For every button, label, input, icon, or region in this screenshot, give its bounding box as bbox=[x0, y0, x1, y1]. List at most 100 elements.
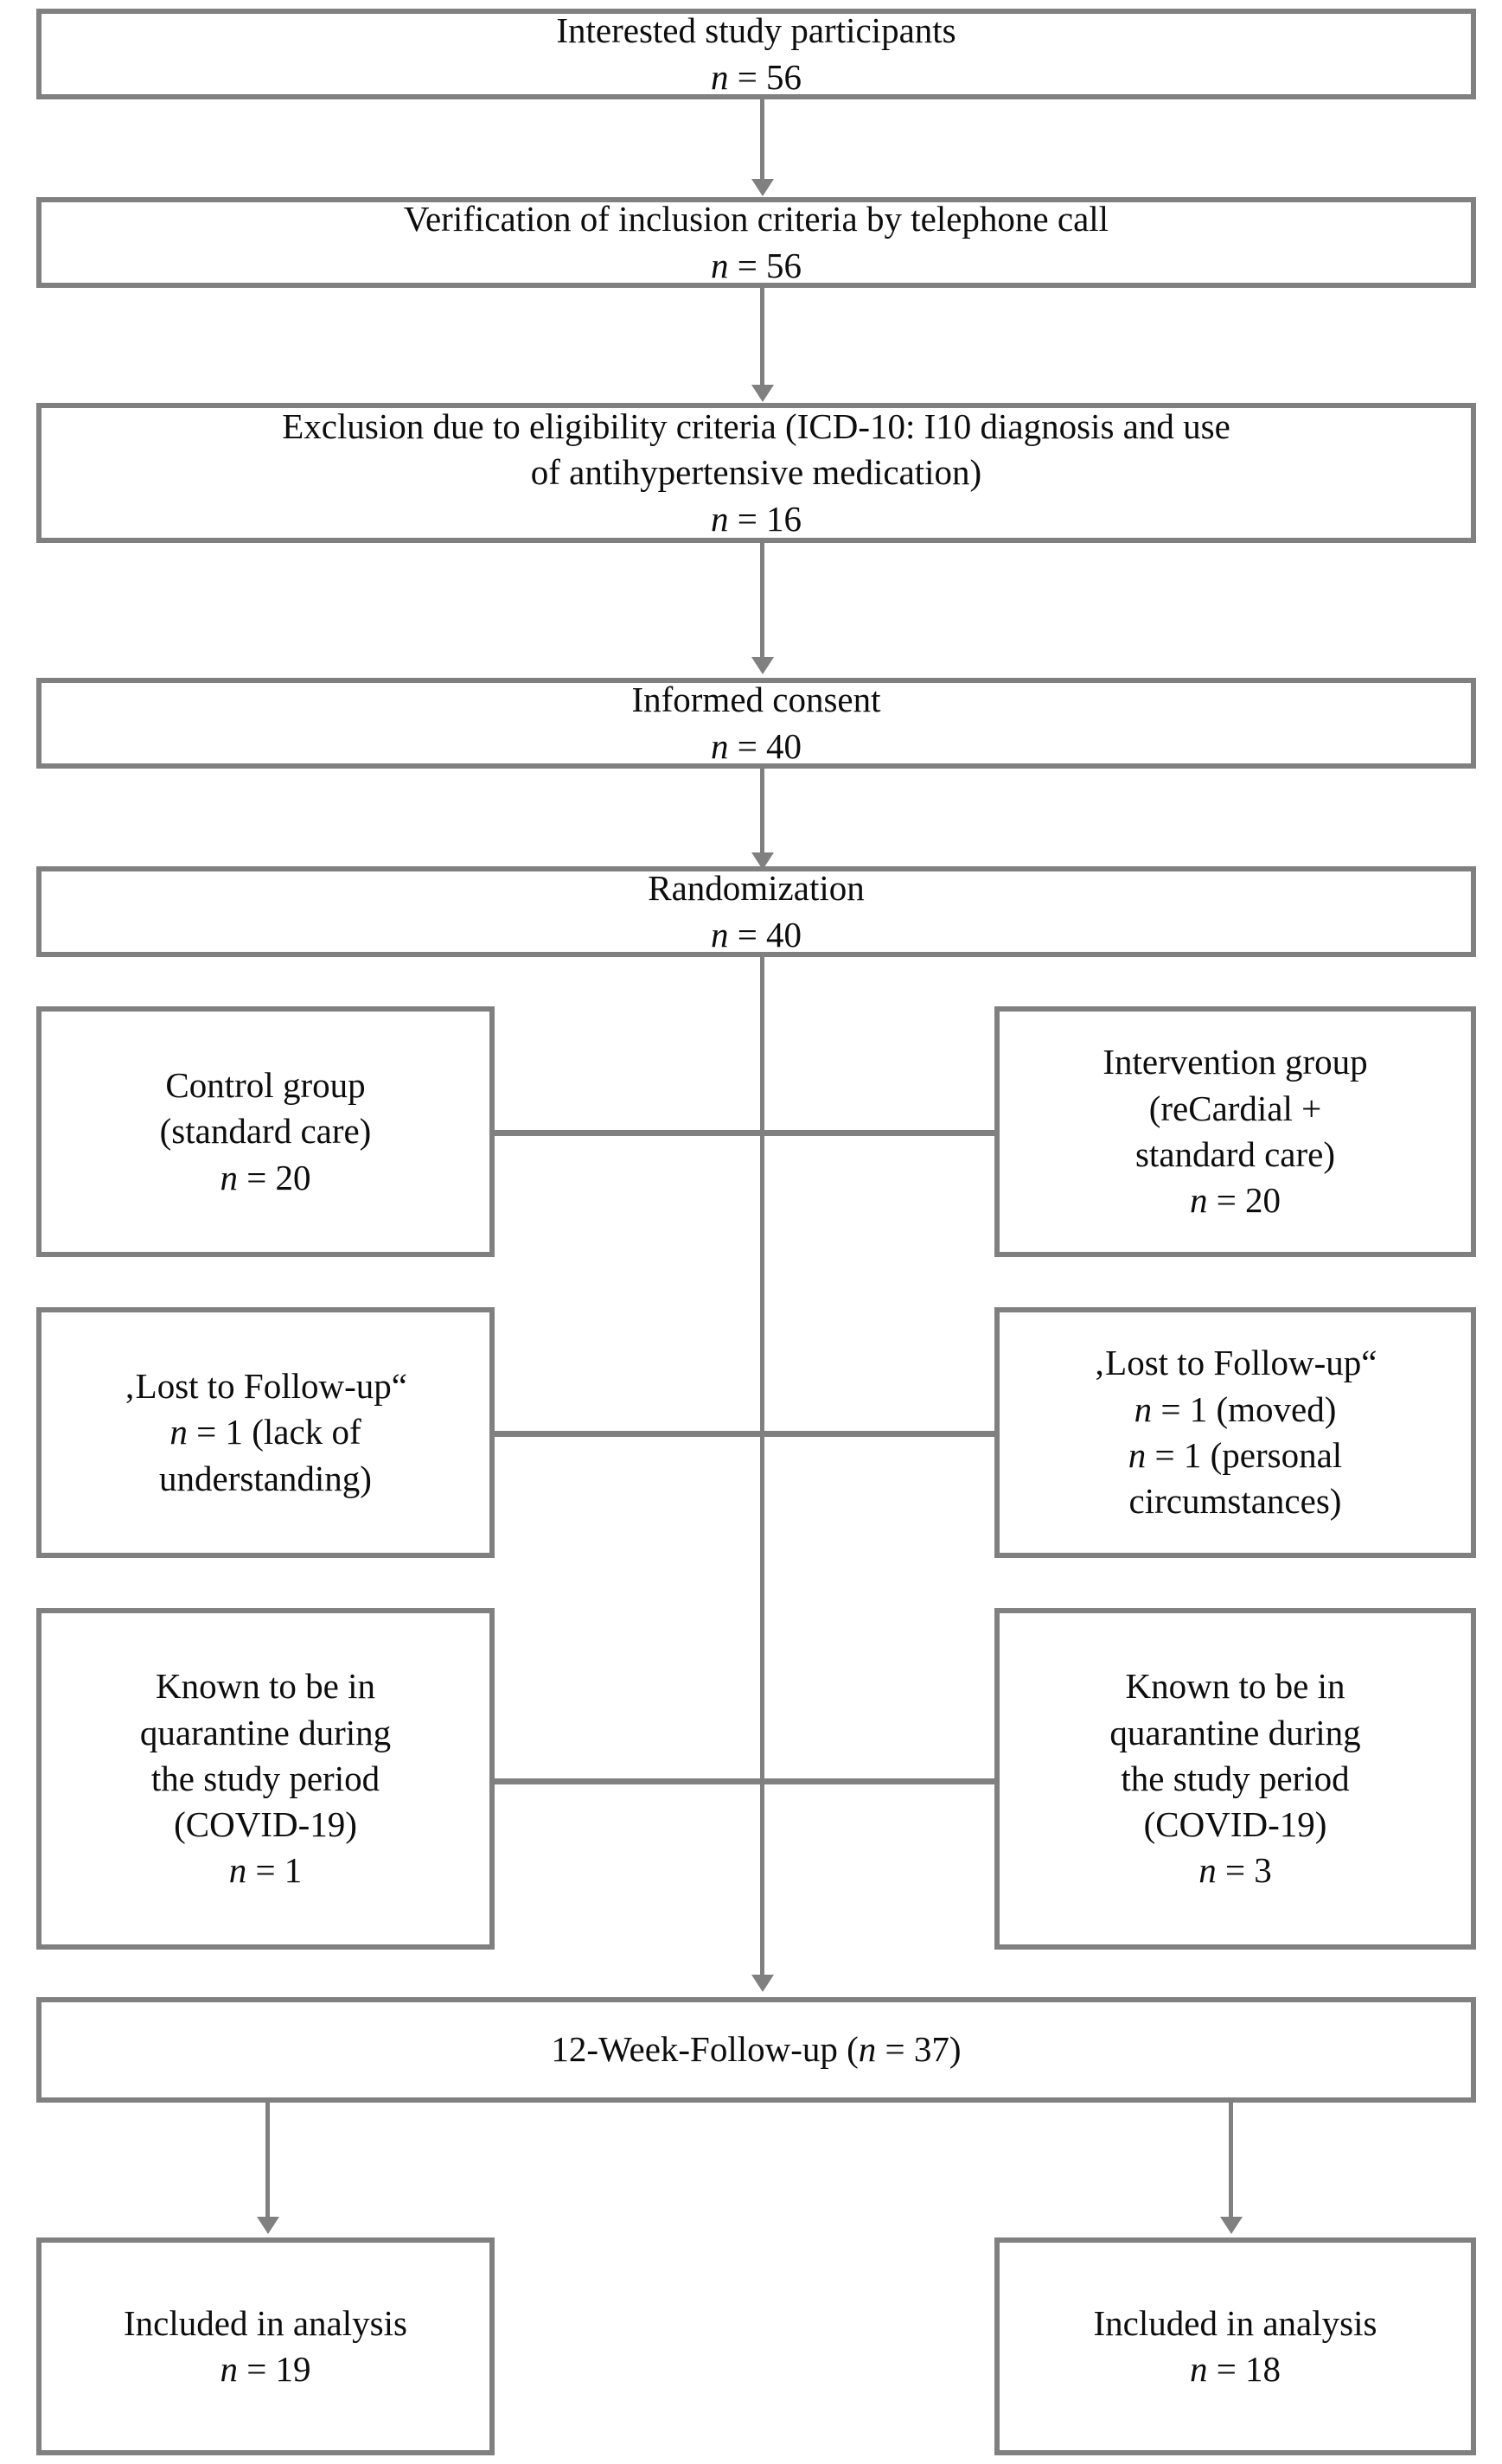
node-line: circumstances) bbox=[1128, 1481, 1342, 1522]
connector-quarantine-horizontal bbox=[489, 1778, 1000, 1784]
n-symbol: n bbox=[1128, 1435, 1147, 1475]
n-value: = 16 bbox=[728, 498, 802, 539]
node-line: ‚Lost to Follow-up“ bbox=[124, 1366, 407, 1407]
node-line: of antihypertensive medication) bbox=[530, 452, 982, 493]
node-line: quarantine during bbox=[1109, 1712, 1361, 1752]
node-line: n = 40 bbox=[54, 724, 1459, 769]
arrow-head-icon bbox=[751, 179, 774, 196]
n-value: = 1 (personal bbox=[1146, 1435, 1343, 1475]
node-line: (COVID-19) bbox=[174, 1804, 357, 1845]
connector-lost-horizontal bbox=[489, 1431, 1000, 1437]
arrow-head-icon bbox=[751, 852, 774, 870]
n-value: = 40 bbox=[728, 725, 802, 766]
n-value: = 20 bbox=[1207, 1180, 1281, 1221]
followup-value: = 37) bbox=[876, 2029, 962, 2070]
connector-groups-horizontal bbox=[489, 1130, 1000, 1136]
n-symbol: n bbox=[1198, 1850, 1217, 1891]
arrow-head-icon bbox=[751, 385, 774, 402]
node-line: (standard care) bbox=[159, 1111, 372, 1152]
node-control-group: Control group (standard care) n = 20 bbox=[36, 1006, 495, 1257]
node-lost-to-followup-intervention: ‚Lost to Follow-up“ n = 1 (moved) n = 1 … bbox=[994, 1307, 1476, 1558]
node-informed-consent: Informed consent n = 40 bbox=[36, 678, 1476, 769]
node-12-week-followup: 12-Week-Follow-up (n = 37) bbox=[36, 1997, 1476, 2103]
node-interested-study-participants: Interested study participants n = 56 bbox=[36, 9, 1476, 99]
node-line: Control group bbox=[165, 1065, 366, 1106]
n-value: = 20 bbox=[237, 1157, 311, 1197]
node-line: understanding) bbox=[159, 1458, 372, 1498]
n-value: = 1 (moved) bbox=[1152, 1388, 1337, 1429]
node-randomization: Randomization n = 40 bbox=[36, 866, 1476, 957]
arrow-head-icon bbox=[751, 1975, 774, 1992]
node-line: n = 40 bbox=[54, 912, 1459, 958]
n-value: = 40 bbox=[728, 914, 802, 954]
node-line: n = 3 bbox=[1012, 1848, 1459, 1893]
arrow-head-icon bbox=[1220, 2217, 1243, 2234]
node-line: Known to be in bbox=[1125, 1666, 1345, 1707]
n-symbol: n bbox=[858, 2029, 877, 2070]
node-line: the study period bbox=[1121, 1758, 1350, 1798]
node-exclusion-eligibility-criteria: Exclusion due to eligibility criteria (I… bbox=[36, 403, 1476, 543]
arrow-head-icon bbox=[257, 2217, 279, 2234]
n-symbol: n bbox=[710, 725, 729, 766]
node-lost-to-followup-control: ‚Lost to Follow-up“ n = 1 (lack of under… bbox=[36, 1307, 495, 1558]
node-line: Intervention group bbox=[1103, 1042, 1368, 1082]
n-symbol: n bbox=[1189, 2349, 1208, 2389]
n-symbol: n bbox=[1134, 1388, 1153, 1429]
node-line: Verification of inclusion criteria by te… bbox=[403, 199, 1109, 239]
n-symbol: n bbox=[710, 56, 729, 97]
node-line: n = 1 (moved) bbox=[1012, 1387, 1459, 1433]
followup-prefix: 12-Week-Follow-up ( bbox=[551, 2029, 859, 2070]
node-line: Exclusion due to eligibility criteria (I… bbox=[282, 406, 1230, 447]
arrow-head-icon bbox=[751, 657, 774, 674]
n-symbol: n bbox=[710, 914, 729, 954]
node-intervention-group: Intervention group (reCardial + standard… bbox=[994, 1006, 1476, 1257]
n-value: = 1 (lack of bbox=[187, 1412, 361, 1452]
node-line: n = 1 bbox=[54, 1848, 477, 1893]
connector-followup-to-analysis-intervention bbox=[1229, 2103, 1233, 2224]
node-line: Included in analysis bbox=[124, 2302, 407, 2343]
n-value: = 19 bbox=[237, 2349, 311, 2389]
node-line: standard care) bbox=[1134, 1134, 1336, 1174]
n-symbol: n bbox=[710, 498, 729, 539]
node-line: Randomization bbox=[648, 868, 865, 909]
node-line: n = 19 bbox=[54, 2346, 477, 2392]
node-included-in-analysis-control: Included in analysis n = 19 bbox=[36, 2237, 495, 2455]
node-line: (reCardial + bbox=[1148, 1088, 1322, 1128]
node-line: 12-Week-Follow-up (n = 37) bbox=[54, 2027, 1459, 2072]
n-symbol: n bbox=[169, 1412, 188, 1452]
connector-followup-to-analysis-control bbox=[265, 2103, 270, 2224]
node-line: Known to be in bbox=[156, 1666, 375, 1707]
n-symbol: n bbox=[220, 2349, 238, 2389]
node-line: Informed consent bbox=[631, 680, 881, 720]
node-line: n = 20 bbox=[54, 1155, 477, 1201]
connector-consent-to-randomization bbox=[760, 769, 764, 859]
n-symbol: n bbox=[220, 1157, 238, 1197]
node-line: the study period bbox=[150, 1758, 380, 1798]
n-value: = 56 bbox=[728, 56, 802, 97]
node-line: ‚Lost to Follow-up“ bbox=[1093, 1343, 1377, 1383]
connector-randomization-spine bbox=[760, 957, 764, 1982]
n-symbol: n bbox=[710, 245, 729, 285]
node-line: n = 16 bbox=[54, 496, 1459, 542]
node-line: Interested study participants bbox=[556, 10, 956, 51]
node-line: n = 20 bbox=[1012, 1178, 1459, 1223]
node-line: quarantine during bbox=[139, 1712, 392, 1752]
node-line: n = 1 (personal bbox=[1012, 1433, 1459, 1478]
node-line: n = 18 bbox=[1012, 2346, 1459, 2392]
node-line: n = 1 (lack of bbox=[54, 1409, 477, 1455]
n-value: = 3 bbox=[1216, 1850, 1272, 1891]
node-line: Included in analysis bbox=[1093, 2302, 1377, 2343]
n-value: = 1 bbox=[246, 1850, 303, 1891]
node-line: (COVID-19) bbox=[1143, 1804, 1327, 1845]
n-symbol: n bbox=[228, 1850, 247, 1891]
node-included-in-analysis-intervention: Included in analysis n = 18 bbox=[994, 2237, 1476, 2455]
connector-verification-to-exclusion bbox=[760, 288, 764, 392]
connector-interested-to-verification bbox=[760, 99, 764, 186]
node-line: n = 56 bbox=[54, 243, 1459, 289]
node-quarantine-intervention: Known to be in quarantine during the stu… bbox=[994, 1608, 1476, 1950]
n-value: = 56 bbox=[728, 245, 802, 285]
connector-exclusion-to-consent bbox=[760, 543, 764, 664]
n-symbol: n bbox=[1189, 1180, 1208, 1221]
n-value: = 18 bbox=[1207, 2349, 1281, 2389]
